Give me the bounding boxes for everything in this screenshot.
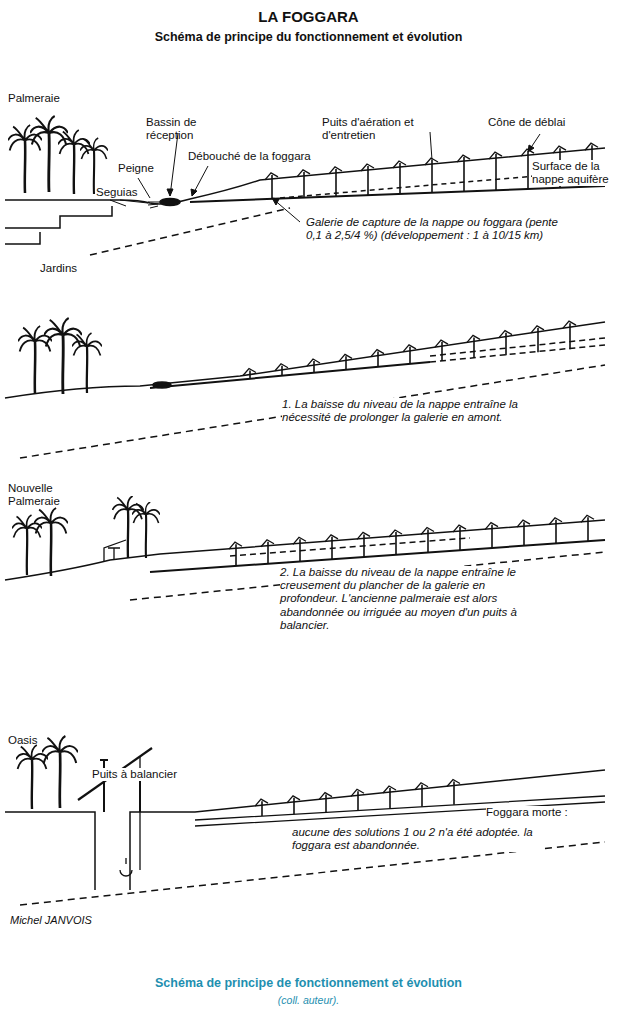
stage-label: Foggara morte : — [486, 806, 568, 819]
stage-note: 1. La baisse du niveau de la nappe entra… — [282, 398, 527, 424]
part-label: Bassin de réception — [146, 116, 224, 142]
area-label: Oasis — [8, 734, 37, 747]
area-label: Palmeraie — [8, 92, 60, 105]
part-label: Puits d'aération et d'entretien — [322, 116, 432, 142]
author-credit: Michel JANVOIS — [10, 914, 92, 927]
part-label: Seguias — [96, 186, 138, 199]
gallery-note: Galerie de capture de la nappe ou foggar… — [306, 216, 568, 242]
part-label: Cône de déblai — [488, 116, 588, 129]
diagram-title: LA FOGGARA — [0, 8, 617, 25]
area-label: Jardins — [40, 262, 77, 275]
area-label: Nouvelle Palmeraie — [8, 482, 78, 508]
part-label: Peigne — [118, 162, 154, 175]
source-note: (coll. auteur). — [0, 994, 617, 1006]
figure-caption: Schéma de principe de fonctionnement et … — [0, 976, 617, 990]
stage-note: 2. La baisse du niveau de la nappe entra… — [280, 566, 538, 632]
part-label: Débouché de la foggara — [188, 150, 311, 163]
part-label: Surface de la nappe aquifère — [532, 160, 612, 186]
stage-note: aucune des solutions 1 ou 2 n'a été adop… — [292, 826, 540, 852]
subtitle: Schéma de principe du fonctionnement et … — [0, 30, 617, 44]
part-label: Puits à balancier — [92, 768, 177, 781]
